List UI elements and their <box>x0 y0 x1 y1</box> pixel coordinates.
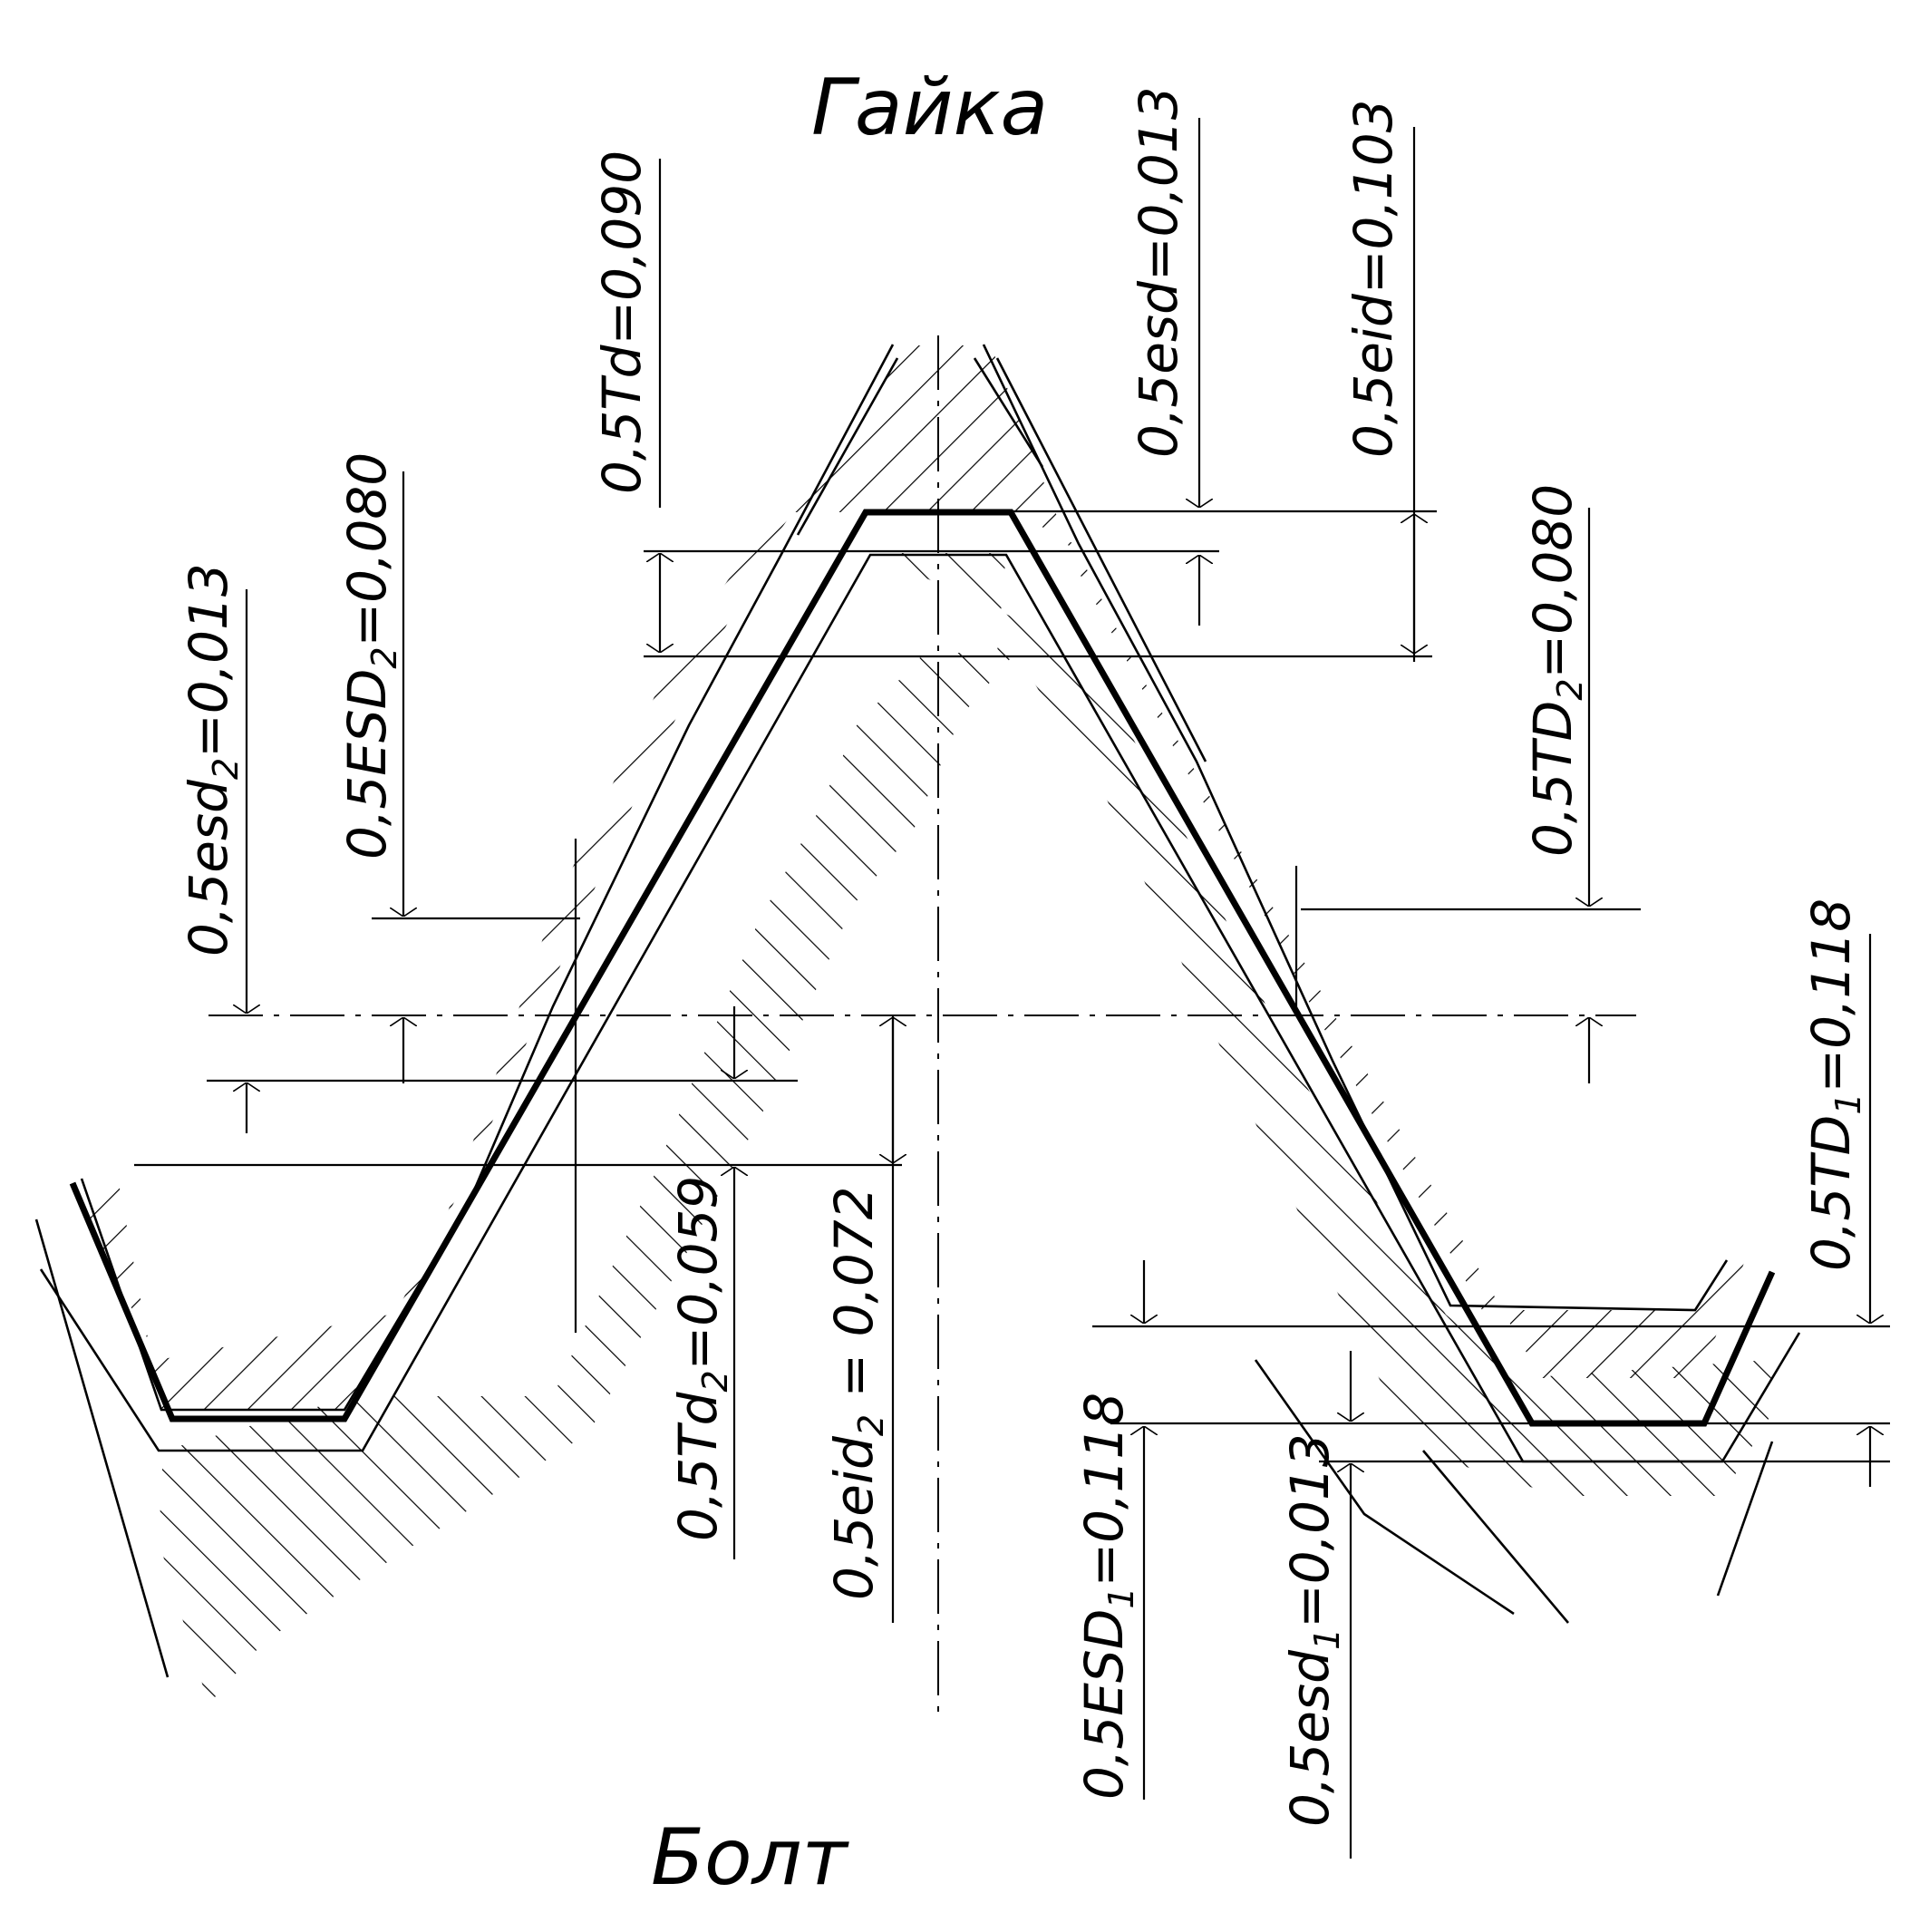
nominal-profile <box>69 509 1776 1427</box>
nut-tolerance-zone <box>82 345 1744 1410</box>
extension-lines <box>134 510 1890 1463</box>
label-TD2: 0,5TD2=0,080 <box>1522 484 1590 857</box>
label-ESD1: 0,5ESD1=0,118 <box>1073 1393 1141 1800</box>
bolt-title: Болт <box>651 1812 850 1903</box>
label-esd: 0,5esd=0,013 <box>1128 86 1189 458</box>
dimension-lines <box>247 118 1870 1859</box>
label-ESD2: 0,5ESD2=0,080 <box>336 452 404 859</box>
label-esd2: 0,5esd2=0,013 <box>178 563 246 956</box>
axes <box>208 335 1636 1723</box>
nut-outer-profile <box>80 344 1729 1412</box>
label-Td: 0,5Td=0,090 <box>591 150 653 494</box>
label-esd1: 0,5esd1=0,013 <box>1279 1433 1347 1827</box>
label-TD1: 0,5TD1=0,118 <box>1800 898 1868 1271</box>
label-eid: 0,5eid=0,103 <box>1343 100 1404 459</box>
label-eid2: 0,5eid2 = 0,072 <box>823 1186 891 1600</box>
bolt-tolerance-zone <box>159 553 1777 1704</box>
nut-title: Гайка <box>811 63 1048 153</box>
label-Td2: 0,5Td2=0,059 <box>667 1176 735 1541</box>
